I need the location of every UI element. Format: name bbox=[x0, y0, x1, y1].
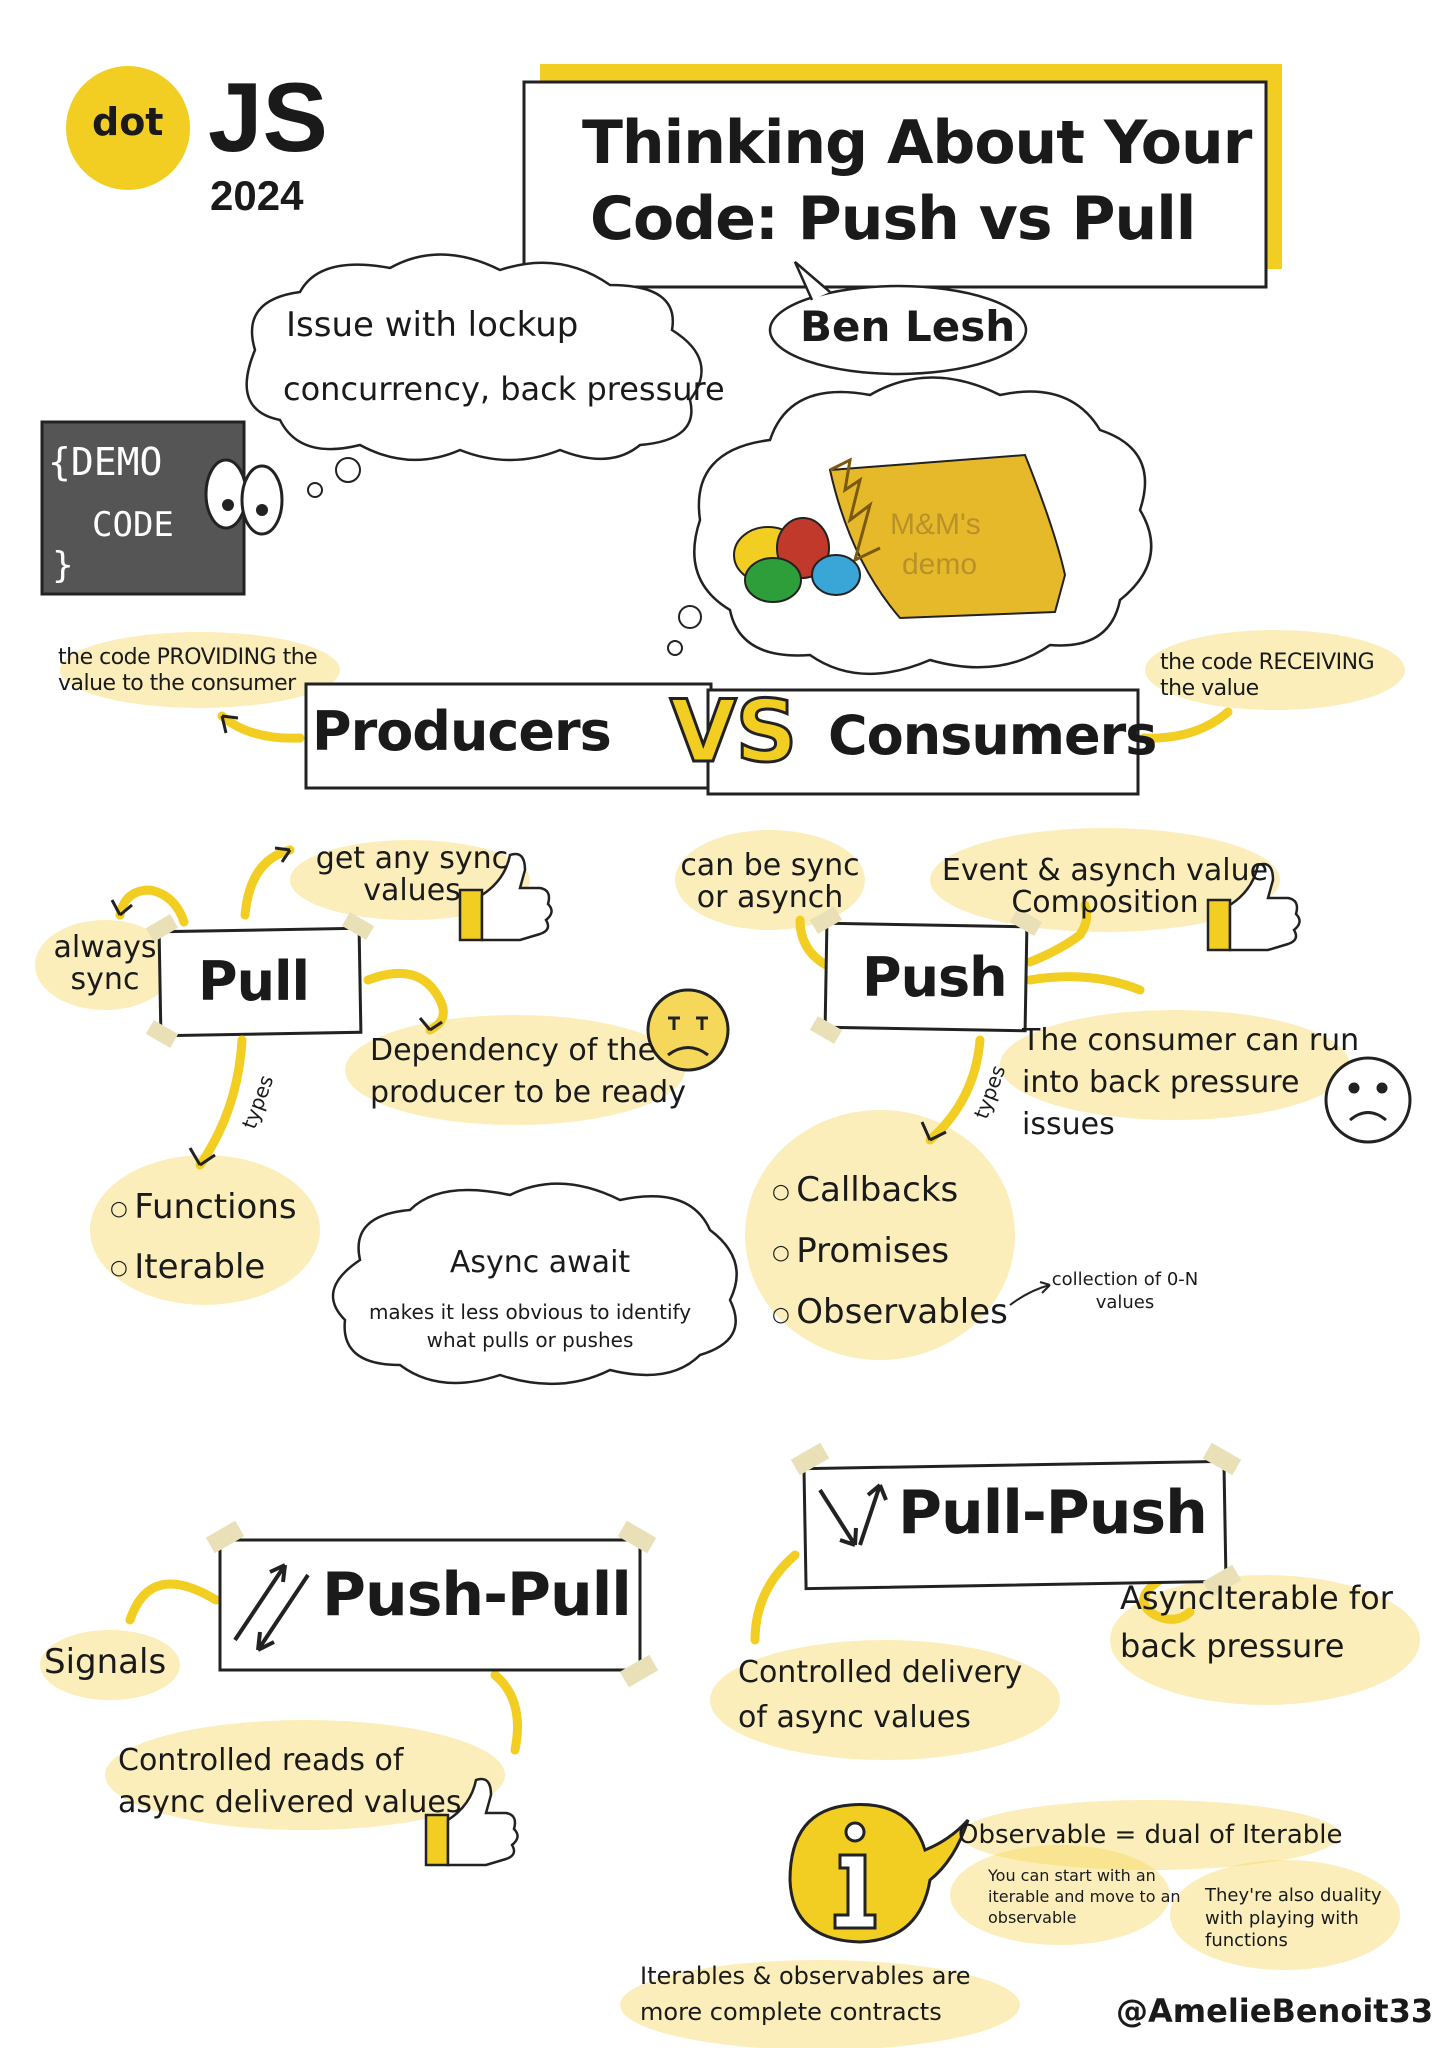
push-pull-signals: Signals bbox=[44, 1642, 167, 1682]
pull-dependency: Dependency of the producer to be ready bbox=[370, 1033, 686, 1110]
pull-push-async-iterable: AsyncIterable for back pressure bbox=[1120, 1579, 1393, 1665]
demo-line-3: } bbox=[52, 545, 74, 586]
push-event-composition: Event & asynch value Composition bbox=[941, 853, 1269, 920]
vs-label: VS bbox=[669, 681, 799, 784]
pull-types-list: Functions Iterable bbox=[110, 1178, 297, 1298]
producers-note: the code PROVIDING the value to the cons… bbox=[58, 645, 318, 697]
push-type-promises: Promises bbox=[772, 1221, 1008, 1282]
duality-functions-note: They're also duality with playing with f… bbox=[1205, 1885, 1382, 1951]
logo-circle bbox=[66, 66, 190, 190]
consumers-note: the code RECEIVING the value bbox=[1160, 650, 1375, 702]
logo-year: 2024 bbox=[210, 172, 304, 219]
pull-label: Pull bbox=[198, 950, 310, 1013]
push-pull-label: Push-Pull bbox=[322, 1560, 632, 1630]
demo-line-1: {DEMO bbox=[48, 440, 163, 484]
issue-line-2: concurrency, back pressure bbox=[283, 370, 725, 408]
push-types-list: Callbacks Promises Observables bbox=[772, 1160, 1008, 1344]
producers-label: Producers bbox=[312, 700, 612, 763]
push-pull-controlled-reads: Controlled reads of async delivered valu… bbox=[118, 1743, 462, 1820]
mm-bag-line-1: M&M's bbox=[890, 508, 981, 541]
speaker-name: Ben Lesh bbox=[800, 302, 1016, 351]
pull-get-any-sync: get any sync values bbox=[315, 841, 509, 908]
start-with-iterable-note: You can start with an iterable and move … bbox=[988, 1866, 1181, 1927]
author-credit: @AmelieBenoit33 bbox=[1116, 1992, 1434, 2030]
demo-line-2: CODE bbox=[92, 505, 174, 545]
push-type-observables: Observables bbox=[772, 1282, 1008, 1343]
async-await-body: makes it less obvious to identify what p… bbox=[368, 1300, 692, 1352]
title-line-1: Thinking About Your bbox=[582, 108, 1252, 178]
observables-collection-note: collection of 0-N values bbox=[1051, 1269, 1199, 1314]
issue-line-1: Issue with lockup bbox=[286, 305, 579, 345]
pull-type-iterable: Iterable bbox=[110, 1238, 297, 1298]
consumers-label: Consumers bbox=[828, 704, 1157, 767]
async-await-title: Async await bbox=[449, 1245, 631, 1280]
title-line-2: Code: Push vs Pull bbox=[590, 184, 1196, 254]
pull-type-functions: Functions bbox=[110, 1178, 296, 1238]
mm-bag-line-2: demo bbox=[902, 548, 978, 581]
push-consumer-backpressure: The consumer can run into back pressure … bbox=[1022, 1023, 1360, 1142]
observable-dual-iterable: Observable = dual of Iterable bbox=[958, 1820, 1343, 1850]
push-label: Push bbox=[862, 946, 1008, 1009]
pull-push-label: Pull-Push bbox=[898, 1478, 1208, 1548]
pull-push-controlled-delivery: Controlled delivery of async values bbox=[738, 1655, 1023, 1735]
logo-dot: dot bbox=[92, 100, 164, 144]
complete-contracts-note: Iterables & observables are more complet… bbox=[640, 1962, 971, 2026]
highlight-blobs bbox=[35, 630, 1420, 2048]
push-type-callbacks: Callbacks bbox=[772, 1160, 1008, 1221]
logo-js: JS bbox=[208, 62, 328, 172]
push-sync-or-async: can be sync or asynch bbox=[680, 848, 860, 915]
pull-always-sync: always sync bbox=[53, 930, 157, 997]
